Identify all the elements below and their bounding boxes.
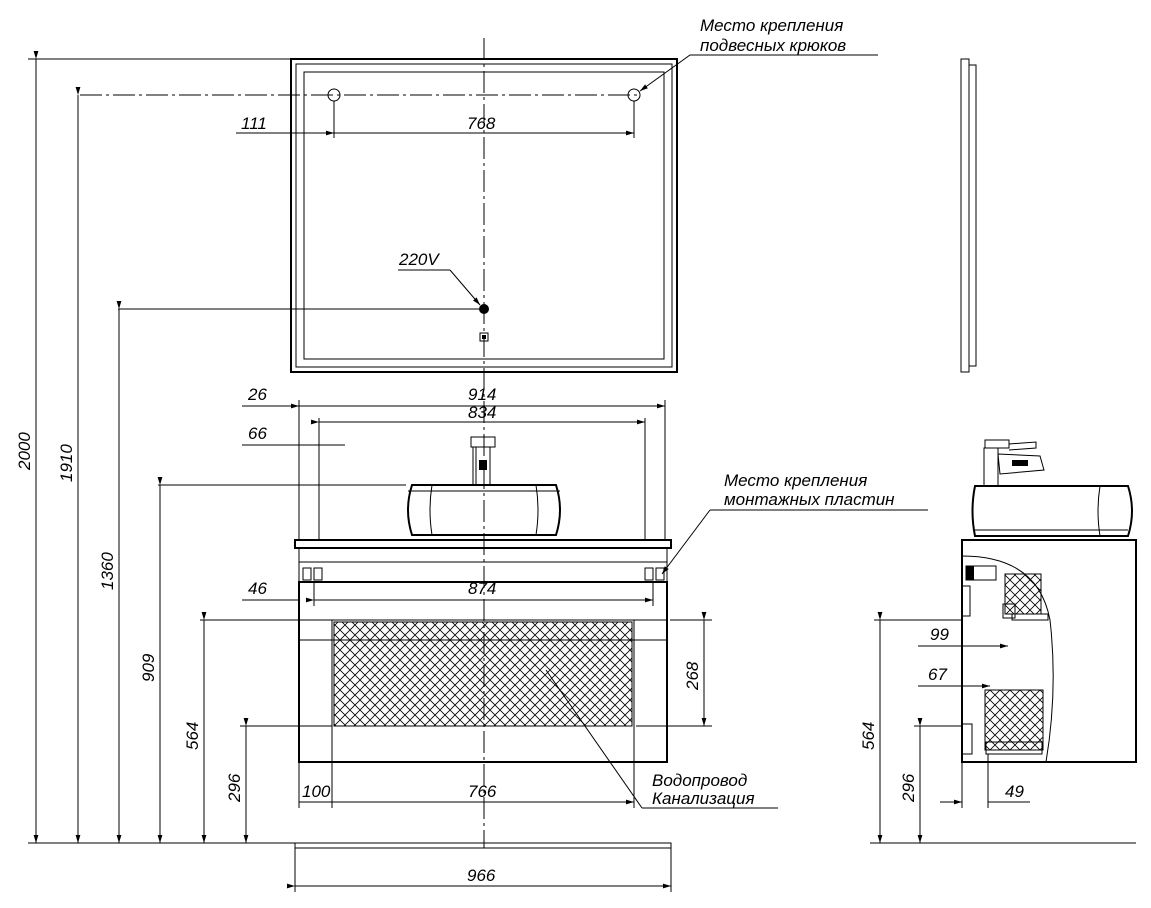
dim-1910: 1910 <box>57 444 76 482</box>
side-dimension-67: 67 <box>918 665 990 689</box>
dimension-100-766: 100 766 <box>298 762 635 808</box>
mirror-side-view <box>960 58 977 373</box>
side-dimension-49: 49 <box>940 754 1030 808</box>
callout-sewer: Канализация <box>652 789 755 808</box>
countertop <box>294 539 672 549</box>
callout-hooks-line1: Место крепления <box>700 16 843 35</box>
callout-plates-line1: Место крепления <box>724 471 867 490</box>
dim-768: 768 <box>467 114 496 133</box>
power-label: 220V <box>398 250 440 269</box>
callout-plates-line2: монтажных пластин <box>724 490 895 509</box>
floor-plinth <box>294 842 672 849</box>
dim-914: 914 <box>468 385 496 404</box>
dim-side-49: 49 <box>1005 782 1024 801</box>
dim-100: 100 <box>302 782 331 801</box>
dimension-966: 966 <box>287 848 672 892</box>
side-dimension-296: 296 <box>899 718 962 843</box>
dimension-268: 268 <box>636 612 712 727</box>
callout-utilities: Водопровод Канализация <box>545 669 778 809</box>
dim-111: 111 <box>241 114 267 133</box>
dim-26: 26 <box>247 385 267 404</box>
dimension-66: 66 <box>242 424 345 446</box>
dimension-914-834: 26 914 834 <box>242 385 666 540</box>
callout-plates: Место крепления монтажных пластин <box>661 471 928 575</box>
callout-hooks: Место крепления подвесных крюков <box>639 16 878 92</box>
faucet-icon <box>470 436 496 486</box>
dim-268: 268 <box>683 661 702 691</box>
dim-909: 909 <box>139 653 158 682</box>
dim-side-99: 99 <box>930 625 949 644</box>
mirror-front-view <box>80 58 678 373</box>
dim-side-296: 296 <box>899 773 918 803</box>
cabinet-front <box>294 539 672 763</box>
dim-966: 966 <box>467 866 496 885</box>
dim-1360: 1360 <box>98 552 117 590</box>
cabinet-body <box>298 581 668 763</box>
faucet-side-icon <box>983 439 1045 487</box>
dim-2000: 2000 <box>15 432 34 471</box>
dim-46: 46 <box>248 579 267 598</box>
utilities-lattice-area <box>333 621 633 727</box>
dim-766: 766 <box>468 782 497 801</box>
side-dimension-564: 564 <box>859 612 962 843</box>
dimension-heights: 2000 1910 1360 909 564 296 <box>15 51 332 843</box>
dimension-46-874: 46 874 <box>242 579 654 606</box>
dim-834: 834 <box>468 403 496 422</box>
dim-66: 66 <box>248 424 267 443</box>
dim-874: 874 <box>468 579 496 598</box>
dim-side-67: 67 <box>928 665 947 684</box>
dim-296: 296 <box>225 773 244 803</box>
basin-side <box>971 485 1133 537</box>
callout-hooks-line2: подвесных крюков <box>700 36 846 55</box>
callout-power: 220V <box>398 250 481 306</box>
callout-water: Водопровод <box>652 771 747 790</box>
dim-564: 564 <box>183 722 202 750</box>
cabinet-side <box>961 539 1137 763</box>
side-dimension-99: 99 <box>918 625 1008 649</box>
dim-side-564: 564 <box>859 722 878 750</box>
